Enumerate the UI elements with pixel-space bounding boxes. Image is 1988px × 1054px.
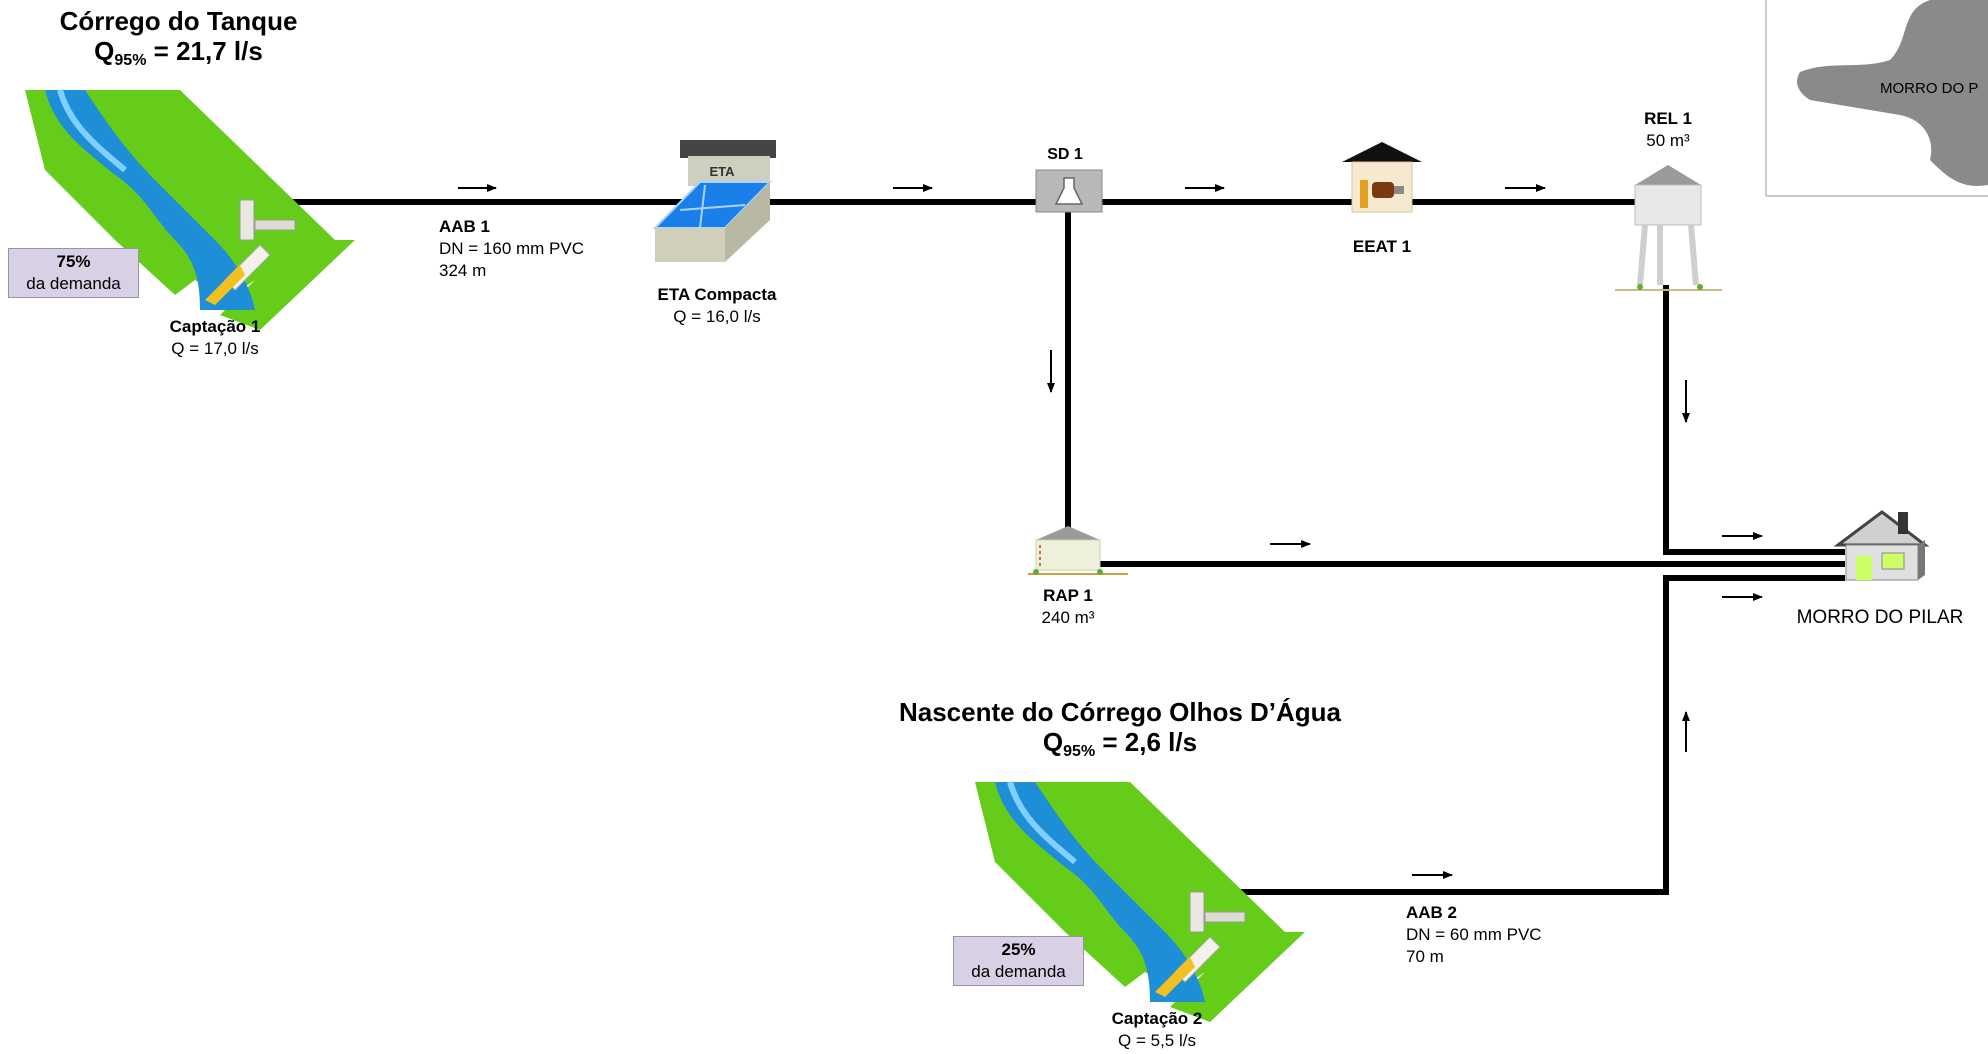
flow-arrows <box>458 184 1763 879</box>
pipe-aab2 <box>1215 575 1845 895</box>
eta-icon-label: ETA <box>709 164 735 179</box>
captacao1-share-badge: 75% da demanda <box>8 248 139 298</box>
source2-title: Nascente do Córrego Olhos D’Água Q95% = … <box>880 697 1360 767</box>
map-inset-label: MORRO DO P <box>1880 80 1978 97</box>
captacao2-label: Captação 2 Q = 5,5 l/s <box>1111 1009 1203 1050</box>
source2-q95: Q95% = 2,6 l/s <box>1042 727 1198 760</box>
captacao2-share: 25% <box>1001 940 1036 959</box>
captacao1-label: Captação 1 Q = 17,0 l/s <box>169 317 261 358</box>
eeat1-label: EEAT 1 <box>1352 237 1412 256</box>
source1-title: Córrego do Tanque Q95% = 21,7 l/s <box>36 6 321 76</box>
elevated-tank-icon <box>1615 165 1722 291</box>
disinfection-icon <box>1035 169 1103 213</box>
pump-station-icon <box>1342 142 1422 213</box>
pipe-rel1-to-city <box>1663 285 1845 555</box>
aab1-label: AAB 1 DN = 160 mm PVC 324 m <box>439 217 585 280</box>
captacao2-share-badge: 25% da demanda <box>953 936 1084 986</box>
aab2-label: AAB 2 DN = 60 mm PVC 70 m <box>1406 903 1542 966</box>
ground-tank-icon <box>1028 526 1128 575</box>
captacao1-share: 75% <box>56 252 91 271</box>
rap1-label: RAP 1 240 m³ <box>1041 586 1095 627</box>
eta-label: ETA Compacta Q = 16,0 l/s <box>657 285 777 326</box>
map-inset: MORRO DO P <box>1765 0 1988 197</box>
destination-label: MORRO DO PILAR <box>1796 607 1964 628</box>
captacao2-share-label: da demanda <box>971 962 1066 981</box>
treatment-plant-icon: ETA <box>652 140 776 262</box>
sd1-label: SD 1 <box>1047 146 1083 163</box>
house-icon <box>1833 510 1930 581</box>
river-intake-icon-2 <box>975 782 1305 1022</box>
source1-q95: Q95% = 21,7 l/s <box>94 36 263 69</box>
captacao1-share-label: da demanda <box>26 274 121 293</box>
rel1-label: REL 1 50 m³ <box>1644 109 1692 150</box>
